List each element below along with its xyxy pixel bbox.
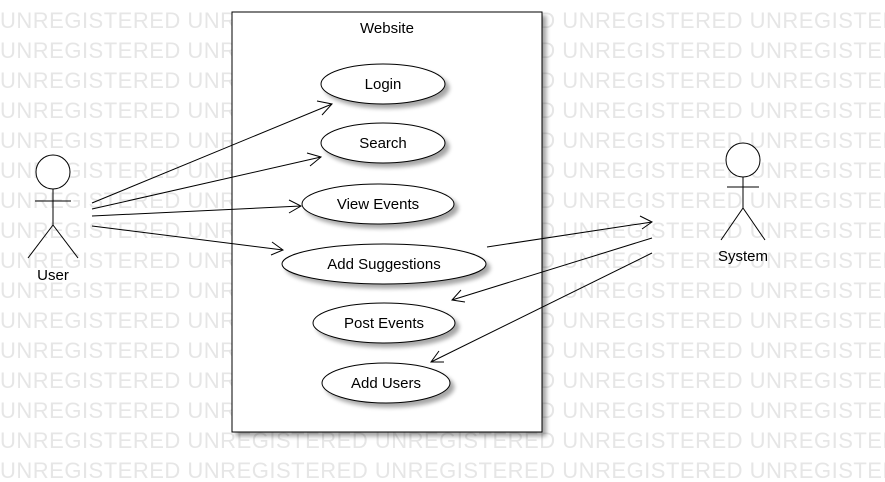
use-case-label: Add Users	[351, 375, 421, 392]
actor-leg-right	[52, 224, 79, 259]
watermark-line: UNREGISTERED UNREGISTERED UNREGISTERED U…	[0, 428, 885, 453]
use-case-label: View Events	[337, 196, 419, 213]
use-case-search[interactable]: Search	[320, 122, 446, 164]
use-case-label: Login	[365, 76, 402, 93]
association-system-add-users[interactable]	[430, 252, 653, 363]
actor-head	[725, 142, 761, 178]
actor-leg-left	[720, 207, 744, 241]
actor-leg-left	[27, 224, 54, 259]
use-case-add-suggestions[interactable]: Add Suggestions	[281, 243, 487, 285]
watermark-line: UNREGISTERED UNREGISTERED UNREGISTERED U…	[0, 458, 885, 482]
use-case-login[interactable]: Login	[320, 63, 446, 105]
association-user-view-events[interactable]	[91, 199, 303, 217]
association-user-search[interactable]	[91, 152, 323, 210]
use-case-add-users[interactable]: Add Users	[321, 362, 451, 404]
actor-system[interactable]	[720, 142, 766, 241]
use-case-label: Add Suggestions	[327, 256, 440, 273]
use-case-label: Post Events	[344, 315, 424, 332]
actor-head	[35, 154, 71, 190]
association-system-post-events[interactable]	[451, 237, 653, 303]
use-case-post-events[interactable]: Post Events	[312, 302, 456, 344]
association-user-login[interactable]	[91, 100, 333, 204]
system-boundary-title: Website	[360, 20, 414, 37]
actor-user[interactable]	[27, 154, 79, 259]
association-add-suggestions-system[interactable]	[486, 215, 653, 248]
actor-user-label: User	[37, 267, 69, 284]
use-case-view-events[interactable]: View Events	[301, 183, 455, 225]
actor-leg-right	[742, 207, 766, 241]
use-case-label: Search	[359, 135, 407, 152]
actor-system-label: System	[718, 248, 768, 265]
association-user-add-suggestions[interactable]	[91, 225, 285, 256]
